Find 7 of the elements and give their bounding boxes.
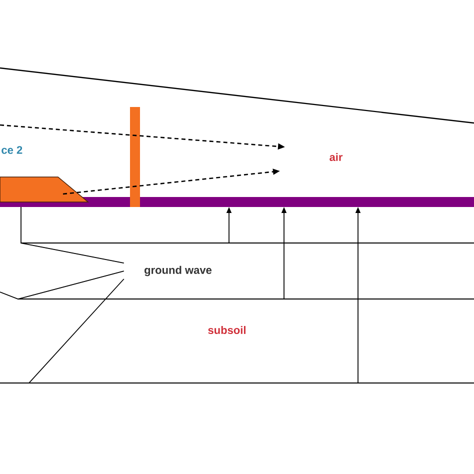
leader-line xyxy=(28,278,124,384)
layer-label: subsoil xyxy=(208,326,246,334)
leader-line xyxy=(20,242,124,264)
wave-label: ground wave xyxy=(144,266,212,276)
leader-line xyxy=(18,270,124,300)
source-label: ce 2 xyxy=(2,146,22,154)
layer-label: air xyxy=(330,152,343,162)
